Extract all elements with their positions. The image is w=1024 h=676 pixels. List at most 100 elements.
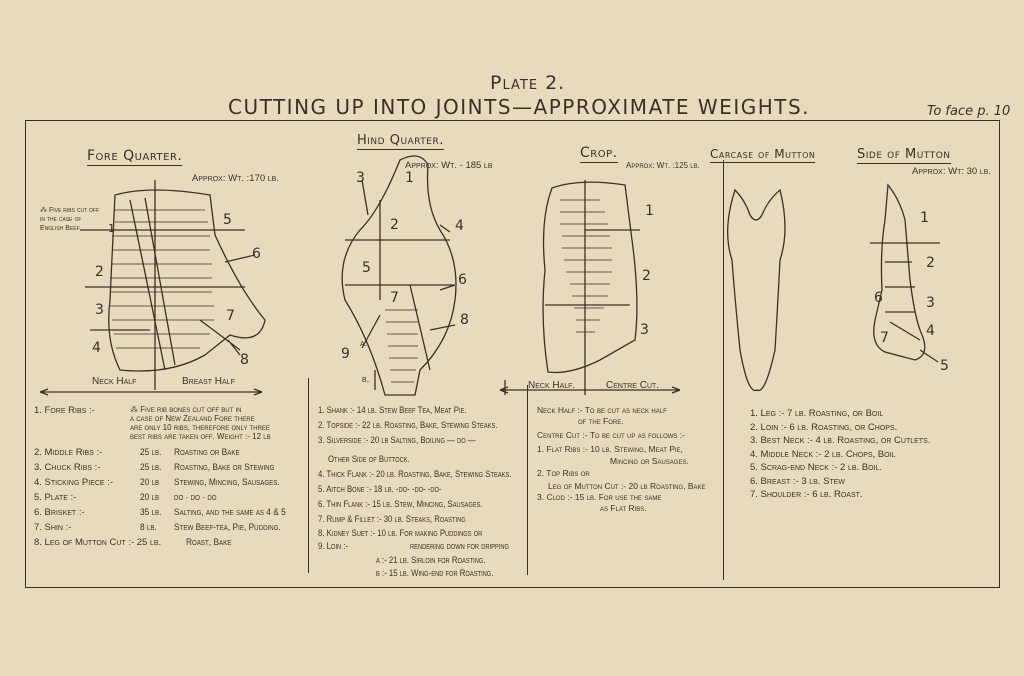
list-item: 2. Top Ribs or (537, 468, 590, 478)
carcase-heading: Carcase of Mutton (710, 147, 816, 163)
item-use: Salting, and the same as 4 & 5 (174, 507, 286, 518)
list-item: 8. Kidney Suet :- 10 lb. For making Pudd… (318, 528, 483, 539)
side-label: 4 (926, 323, 935, 339)
list-item: 2. Topside :- 22 lb. Roasting, Bake, Ste… (318, 420, 498, 431)
item-desc: ⁂ Five rib bones cut off but in (130, 405, 242, 414)
side-mutton-drawing (870, 183, 940, 363)
fore-breast-half: Breast Half (182, 376, 235, 387)
fore-label: 2 (95, 264, 104, 280)
side-weight: Approx: Wt: 30 lb. (912, 166, 992, 177)
item-weight: 25 lb. (140, 447, 162, 458)
hind-label: b. (362, 374, 370, 385)
list-item: rendering down for dripping (410, 541, 509, 552)
fore-label: 4 (92, 340, 101, 356)
plate-frame (25, 120, 1000, 588)
list-item: Mincing or Sausages. (610, 456, 689, 466)
item-use: Roasting, Bake or Stewing (174, 462, 275, 473)
crop-label: 3 (640, 322, 649, 338)
item-name: 1. Fore Ribs :- (34, 405, 95, 416)
list-item: 1. Shank :- 14 lb. Stew Beef Tea, Meat P… (318, 405, 467, 416)
hind-quarter-heading: Hind Quarter. (357, 133, 444, 150)
list-item: Neck Half :- To be cut as neck half (537, 405, 667, 415)
fore-neck-half: Neck Half (92, 376, 137, 387)
item-desc: best ribs are taken off. Weight :- 12 lb (130, 432, 271, 441)
hind-label: 5 (362, 260, 371, 276)
item-use: Roast, Bake (186, 537, 232, 548)
divider (527, 385, 529, 575)
list-item: 4. Thick Flank :- 20 lb. Roasting, Bake,… (318, 469, 512, 480)
side-label: 3 (926, 295, 935, 311)
side-label: 6 (874, 290, 883, 306)
side-label: 1 (920, 210, 929, 226)
list-item: 3. Clod :- 15 lb. For use the same (537, 492, 662, 502)
hind-label: 4 (455, 218, 464, 234)
item-name: 6. Brisket :- (34, 507, 85, 518)
crop-label: 1 (645, 203, 654, 219)
list-item: b :- 15 lb. Wing-end for Roasting. (376, 568, 494, 579)
hind-weight: Approx: Wt. - 185 lb (405, 160, 493, 171)
item-desc: a case of New Zealand Fore there (130, 414, 255, 423)
hind-label: 1 (405, 170, 414, 186)
list-item: Leg of Mutton Cut :- 20 lb Roasting, Bak… (548, 481, 706, 491)
fore-quarter-heading: Fore Quarter. (87, 148, 183, 166)
hind-label: 6 (458, 272, 467, 288)
item-name: 5. Plate :- (34, 492, 77, 503)
crop-neck-half: Neck Half. (528, 380, 576, 391)
list-item: 4. Middle Neck :- 2 lb. Chops, Boil (750, 448, 896, 460)
list-item: Other Side of Buttock. (328, 454, 410, 465)
hind-label: 3 (356, 170, 365, 186)
list-item: 7. Rump & Fillet :- 30 lb. Steaks, Roast… (318, 514, 466, 525)
list-item: Centre Cut :- To be cut up as follows :- (537, 430, 685, 440)
divider (723, 160, 725, 580)
item-name: 3. Chuck Ribs :- (34, 462, 101, 473)
item-use: Stewing, Mincing, Sausages. (174, 477, 280, 488)
hind-quarter-drawing (341, 155, 457, 396)
list-item: 7. Shoulder :- 6 lb. Roast. (750, 489, 863, 500)
fore-label: 6 (252, 246, 261, 262)
list-item: 9. Loin :- (318, 541, 349, 552)
list-item: 3. Best Neck :- 4 lb. Roasting, or Cutle… (750, 435, 931, 446)
item-weight: 8 lb. (140, 522, 157, 533)
item-desc: are only 10 ribs, therefore only three (130, 423, 270, 432)
list-item: 6. Thin Flank :- 15 lb. Stew, Mincing, S… (318, 499, 483, 510)
fore-label: 8 (240, 352, 249, 368)
list-item: 5. Aitch Bone :- 18 lb. -do- -do- -do- (318, 484, 442, 495)
item-name: 4. Sticking Piece :- (34, 477, 114, 488)
side-heading: Side of Mutton (857, 147, 951, 164)
crop-heading: Crop. (580, 145, 618, 163)
plate-number: Plate 2. (490, 72, 566, 94)
list-item: 1. Leg :- 7 lb. Roasting, or Boil (750, 408, 884, 419)
item-weight: 25 lb. (140, 462, 162, 473)
hind-label: 7 (390, 290, 399, 306)
crop-label: 2 (642, 268, 651, 284)
list-item: 5. Scrag-end Neck :- 2 lb. Boil. (750, 462, 883, 473)
fore-quarter-drawing (39, 180, 266, 396)
item-name: 8. Leg of Mutton Cut :- 25 lb. (34, 537, 162, 548)
fore-label: 5 (223, 212, 232, 228)
fore-note: ⁂ Five ribs cut off in the case of Engli… (40, 207, 100, 232)
list-item: of the Fore. (578, 416, 624, 426)
item-name: 2. Middle Ribs :- (34, 447, 103, 458)
hind-label: 2 (390, 217, 399, 233)
list-item: 3. Silverside :- 20 lb Salting, Boiling … (318, 435, 476, 446)
to-face-note: To face p. 10 (927, 104, 1011, 119)
hind-label: 9 (341, 346, 350, 362)
item-use: Roasting or Bake (174, 447, 240, 458)
item-weight: 20 lb (140, 492, 160, 503)
hind-label: 8 (460, 312, 469, 328)
crop-drawing (499, 180, 681, 395)
fore-label: 3 (95, 302, 104, 318)
list-item: 2. Loin :- 6 lb. Roasting, or Chops. (750, 421, 898, 433)
list-item: a :- 21 lb. Sirloin for Roasting. (376, 555, 486, 566)
fore-weight: Approx: Wt. :170 lb. (192, 173, 279, 184)
list-item: as Flat Ribs. (600, 503, 647, 513)
list-item: 6. Breast :- 3 lb. Stew (750, 475, 845, 487)
crop-weight: Approx: Wt. :125 lb. (626, 161, 700, 170)
item-name: 7. Shin :- (34, 522, 72, 533)
side-label: 5 (940, 358, 949, 374)
hind-label: a. (360, 338, 368, 349)
item-use: do · do · do (174, 492, 217, 503)
list-item: 1. Flat Ribs :- 10 lb. Stewing, Meat Pie… (537, 444, 683, 454)
side-label: 2 (926, 255, 935, 271)
